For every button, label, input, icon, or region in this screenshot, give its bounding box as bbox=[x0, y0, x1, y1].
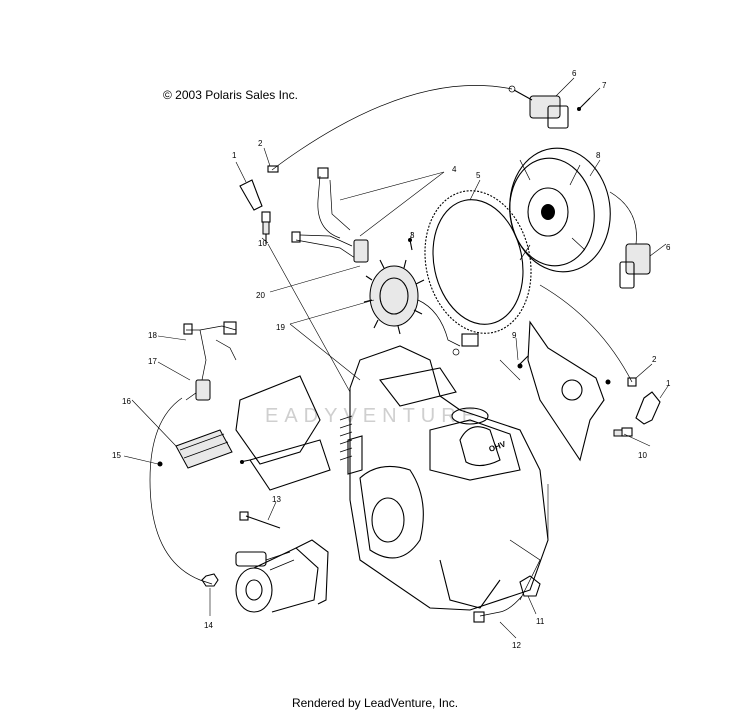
voltage-regulator-16 bbox=[157, 429, 233, 469]
battery-cable bbox=[149, 397, 213, 585]
watermark-text: EADYVENTURE bbox=[265, 405, 481, 427]
flywheel-8 bbox=[509, 147, 611, 273]
callout-19: 19 bbox=[276, 323, 285, 332]
coil-wire-right bbox=[539, 284, 633, 383]
callout-14: 14 bbox=[204, 621, 213, 630]
ignition-coil-top bbox=[508, 85, 569, 129]
bracket-plate bbox=[517, 320, 611, 462]
sensor-11-12 bbox=[473, 575, 541, 623]
wire-harness-4 bbox=[291, 167, 369, 263]
callout-1-right: 1 bbox=[666, 379, 671, 388]
rendered-by-footer: Rendered by LeadVenture, Inc. bbox=[291, 696, 459, 710]
ignition-coil-right bbox=[609, 191, 651, 289]
harness-18 bbox=[183, 321, 237, 401]
engine-block: OHV bbox=[339, 345, 549, 611]
spark-plug-10-left bbox=[261, 211, 271, 244]
callout-2-right: 2 bbox=[652, 355, 657, 364]
callout-12: 12 bbox=[512, 641, 521, 650]
callout-13: 13 bbox=[272, 495, 281, 504]
starter-motor bbox=[235, 539, 329, 613]
leader-lines bbox=[123, 77, 669, 639]
heat-shield bbox=[235, 375, 331, 491]
callout-18: 18 bbox=[148, 331, 157, 340]
callout-16: 16 bbox=[122, 397, 131, 406]
callout-11: 11 bbox=[536, 617, 545, 626]
callout-17: 17 bbox=[148, 357, 157, 366]
callout-2-left: 2 bbox=[258, 139, 263, 148]
callout-6-top: 6 bbox=[572, 69, 577, 78]
copyright-notice: © 2003 Polaris Sales Inc. bbox=[163, 88, 298, 102]
callout-7: 7 bbox=[602, 81, 607, 90]
cap-clip-2-left bbox=[267, 165, 279, 173]
callout-20: 20 bbox=[256, 291, 265, 300]
callout-10-right: 10 bbox=[638, 451, 647, 460]
callout-15: 15 bbox=[112, 451, 121, 460]
starter-nut-14 bbox=[201, 573, 219, 587]
starter-bolt-13 bbox=[239, 511, 281, 529]
callout-1-left: 1 bbox=[232, 151, 237, 160]
flywheel-ring-gear-5 bbox=[424, 190, 532, 334]
callout-3: 3 bbox=[410, 231, 415, 240]
callout-4: 4 bbox=[452, 165, 457, 174]
callout-10-left: 10 bbox=[258, 239, 267, 248]
callout-6-right: 6 bbox=[666, 243, 671, 252]
spark-plug-cap-1-left bbox=[239, 179, 263, 211]
callout-5: 5 bbox=[476, 171, 481, 180]
coil-wire-top bbox=[271, 85, 513, 171]
stator-19 bbox=[363, 259, 479, 356]
callout-8: 8 bbox=[596, 151, 601, 160]
spark-plug-cap-1-right bbox=[613, 377, 661, 437]
callout-9: 9 bbox=[512, 331, 517, 340]
